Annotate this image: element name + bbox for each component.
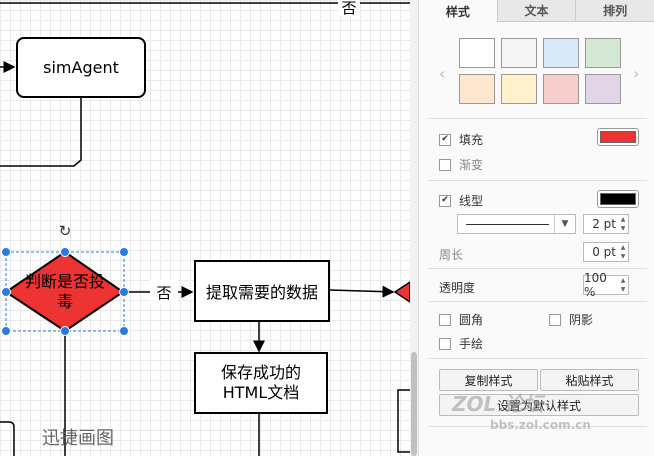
line-checkbox[interactable]: ✔ [439,194,451,207]
tab-text[interactable]: 文本 [496,0,576,22]
style-swatch-7[interactable] [585,74,621,104]
style-swatch-3[interactable] [585,38,621,68]
chevron-down-icon[interactable]: ▼ [554,215,575,233]
rounded-label: 圆角 [459,313,484,327]
resize-handle-s[interactable] [60,326,70,336]
gradient-row[interactable]: 渐变 [439,156,483,173]
style-palette [459,38,625,104]
app-watermark: 迅捷画图 [42,428,114,449]
resize-handle-n[interactable] [60,247,70,257]
copy-style-button[interactable]: 复制样式 [439,369,538,391]
sketch-row[interactable]: 手绘 [439,335,483,352]
decision-label: 判断是否投毒 [24,272,105,311]
rounded-row[interactable]: 圆角 [439,311,483,328]
rounded-checkbox[interactable] [439,313,451,326]
resize-handle-ne[interactable] [119,247,129,257]
line-width-input[interactable]: 2 pt ▲▼ [583,214,629,234]
extract-data-node[interactable]: 提取需要的数据 [194,260,330,322]
perimeter-input[interactable]: 0 pt ▲▼ [583,242,629,262]
sketch-label: 手绘 [459,337,484,351]
chevron-left-icon[interactable]: ‹ [439,64,446,83]
line-color-swatch [600,193,636,205]
style-swatch-5[interactable] [501,74,537,104]
shadow-label: 阴影 [569,313,594,327]
gradient-label: 渐变 [459,158,484,172]
style-swatch-2[interactable] [543,38,579,68]
fill-color-swatch [600,131,636,143]
tab-arrange[interactable]: 排列 [575,0,654,22]
style-swatch-4[interactable] [459,74,495,104]
chevron-right-icon[interactable]: › [633,64,640,83]
paste-style-button[interactable]: 粘贴样式 [540,369,639,391]
perimeter-label: 周长 [439,248,464,262]
fill-checkbox[interactable]: ✔ [439,133,451,146]
rotate-handle-icon[interactable]: ↻ [58,222,72,240]
perimeter-value: 0 pt [592,245,616,259]
resize-handle-e[interactable] [119,287,129,297]
simagent-node[interactable]: simAgent [16,37,146,98]
line-row[interactable]: ✔ 线型 [439,192,483,209]
format-panel: 样式 文本 排列 ‹ › ✔ 填充 渐变 ✔ 线型 ▼ 2 pt ▲▼ 周长 0… [418,0,654,456]
resize-handle-nw[interactable] [1,247,11,257]
site-watermark: ZOL 论坛 [452,392,544,416]
opacity-input[interactable]: 100 % ▲▼ [583,271,629,299]
set-default-style-button[interactable]: 设置为默认样式 [439,394,639,416]
stepper-icon[interactable]: ▲▼ [620,277,626,293]
opacity-value: 100 % [584,271,607,299]
opacity-label: 透明度 [439,281,476,295]
fill-label: 填充 [459,133,484,147]
tab-style[interactable]: 样式 [419,0,497,22]
resize-handle-w[interactable] [1,287,11,297]
site-url-watermark: bbs.zol.com.cn [490,418,591,432]
edge-no-label: 否 [150,280,178,304]
format-tabs: 样式 文本 排列 [419,0,654,22]
line-color-picker[interactable] [597,190,639,208]
fill-row[interactable]: ✔ 填充 [439,131,483,148]
line-style-select[interactable]: ▼ [457,214,576,234]
style-swatch-0[interactable] [459,38,495,68]
style-swatch-6[interactable] [543,74,579,104]
scrollbar-thumb[interactable] [411,352,417,456]
diagram-canvas[interactable]: 否 simAgent 判断是否投毒 否 提取需要的数据 保存成功的HTML文档 … [0,0,410,456]
gradient-checkbox[interactable] [439,158,451,171]
top-edge-label: 否 [341,0,357,17]
sketch-checkbox[interactable] [439,337,451,350]
resize-handle-se[interactable] [119,326,129,336]
style-swatch-1[interactable] [501,38,537,68]
stepper-icon[interactable]: ▲▼ [620,244,626,260]
line-label: 线型 [459,194,484,208]
right-diamond-node[interactable] [393,281,410,303]
shadow-checkbox[interactable] [549,313,561,326]
save-html-node[interactable]: 保存成功的HTML文档 [194,352,328,414]
stepper-icon[interactable]: ▲▼ [620,216,626,232]
fill-color-picker[interactable] [597,128,639,146]
line-width-value: 2 pt [592,217,616,231]
resize-handle-sw[interactable] [1,326,11,336]
shadow-row[interactable]: 阴影 [549,311,593,328]
canvas-scrollbar[interactable] [410,0,418,456]
